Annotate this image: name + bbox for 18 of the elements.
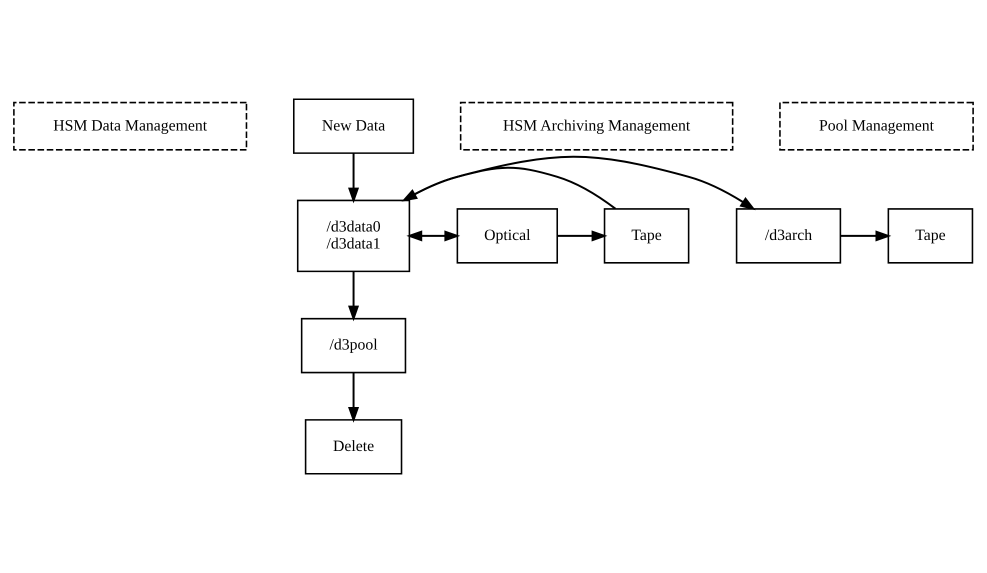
node-box: HSM Archiving Management	[460, 102, 734, 151]
node-box: Tape	[888, 208, 974, 264]
arrow	[401, 166, 616, 210]
node-box: /d3pool	[300, 318, 406, 374]
arrow	[406, 230, 460, 242]
arrow	[348, 272, 360, 322]
node-box: New Data	[292, 98, 414, 154]
arrow	[840, 230, 892, 242]
node-box: Pool Management	[779, 102, 974, 151]
node-box: Optical	[456, 208, 558, 264]
node-box: /d3data0 /d3data1	[296, 200, 410, 272]
node-box: HSM Data Management	[13, 102, 248, 151]
arrow	[557, 230, 608, 242]
node-box: Tape	[604, 208, 690, 264]
node-box: /d3arch	[736, 208, 842, 264]
arrow	[348, 153, 360, 204]
arrow	[348, 372, 360, 423]
node-box: Delete	[304, 419, 402, 475]
